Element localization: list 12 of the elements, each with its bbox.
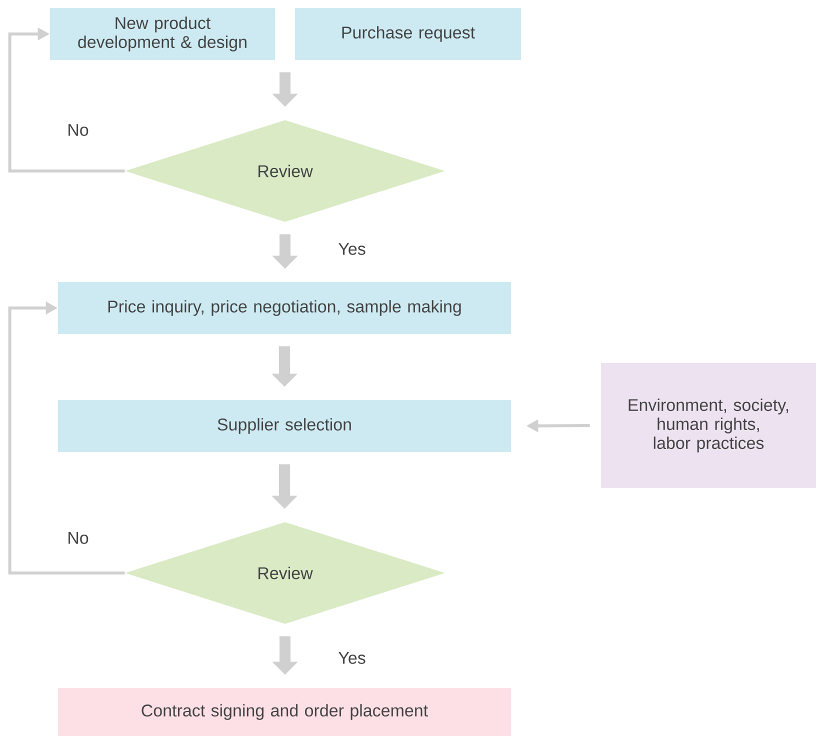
arrow: [8, 28, 125, 172]
arrow: [8, 302, 125, 574]
process-box: Supplier selection: [58, 400, 511, 452]
edge-label: Yes: [337, 242, 367, 256]
edge-label: Yes: [337, 651, 367, 665]
process-box: Purchase request: [295, 8, 521, 60]
criteria-box: Environment, society, human rights, labor practices: [601, 363, 816, 488]
process-box: Contract signing and order placement: [58, 688, 511, 736]
process-box: New product development & design: [50, 8, 275, 60]
edge-label: No: [66, 123, 90, 137]
process-box: Price inquiry, price negotiation, sample making: [58, 282, 511, 334]
edge-label: No: [66, 531, 90, 545]
